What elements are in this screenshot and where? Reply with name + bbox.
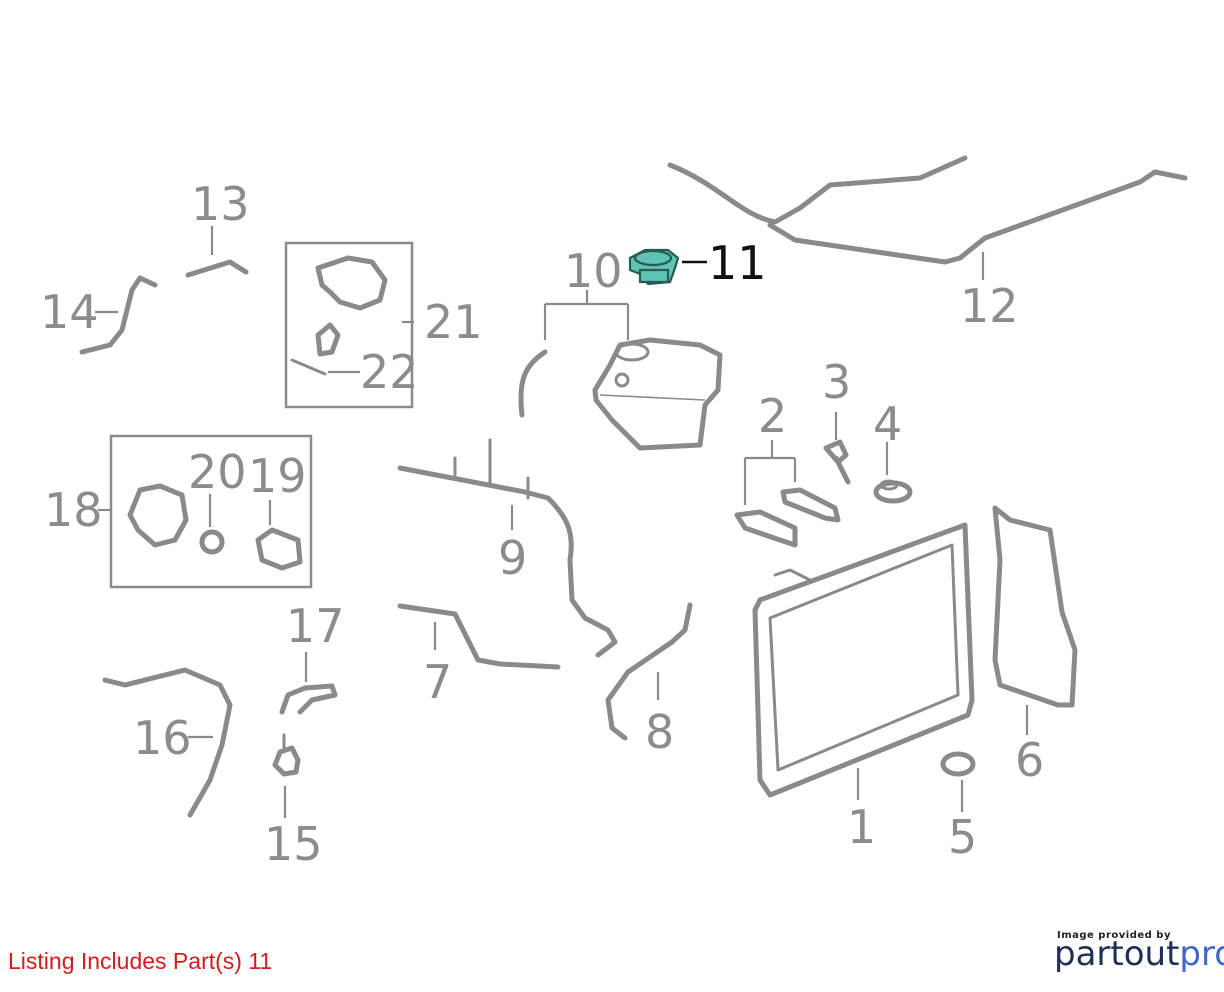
- part-1-radiator: [752, 522, 975, 798]
- label-4: 4: [873, 397, 902, 451]
- part-7-hose: [397, 603, 561, 670]
- part-labels: 1 2 3 4 5 6 7 8 9 10 11 12 13 14 15 16 1…: [40, 177, 1044, 871]
- label-1: 1: [847, 800, 876, 854]
- part-18-group-box: [109, 434, 313, 589]
- label-9: 9: [498, 531, 527, 585]
- leader-lines: [95, 226, 1029, 818]
- label-15: 15: [264, 817, 323, 871]
- part-16-hose: [102, 667, 233, 818]
- part-21-group-box: [284, 241, 414, 409]
- brand-part2: pro: [1179, 934, 1224, 974]
- part-8-hose: [605, 602, 693, 741]
- part-9-pipe: [397, 438, 618, 658]
- part-6-air-guide: [992, 505, 1078, 708]
- label-20: 20: [188, 445, 247, 499]
- brand-part1: partout: [1054, 934, 1180, 974]
- part-2-brackets: [734, 487, 841, 548]
- label-11: 11: [708, 236, 767, 290]
- label-22: 22: [360, 345, 419, 399]
- label-19: 19: [248, 449, 307, 503]
- label-18: 18: [44, 483, 103, 537]
- label-3: 3: [822, 355, 851, 409]
- label-7: 7: [423, 655, 452, 709]
- part-3-bolt: [823, 439, 851, 485]
- label-8: 8: [645, 705, 674, 759]
- label-10: 10: [564, 244, 623, 298]
- part-4-cushion: [873, 479, 913, 504]
- part-17-hose: [279, 683, 338, 715]
- part-13-pipe: [185, 259, 249, 278]
- label-12: 12: [960, 279, 1019, 333]
- part-11-reservoir-cap: [628, 248, 680, 286]
- part-5-cushion: [940, 751, 976, 777]
- provided-by-text: Image provided by: [1057, 930, 1171, 941]
- listing-note: Listing Includes Part(s) 11: [8, 948, 273, 974]
- part-18-water-pump: [127, 483, 303, 571]
- partoutpro-logo: partoutpro: [1054, 934, 1224, 974]
- label-21: 21: [424, 295, 483, 349]
- label-17: 17: [286, 599, 345, 653]
- part-21-thermostat-housing: [290, 255, 388, 376]
- label-6: 6: [1015, 733, 1044, 787]
- part-15-valve: [272, 733, 301, 777]
- part-14-hose: [79, 275, 158, 355]
- label-2: 2: [758, 389, 787, 443]
- label-16: 16: [133, 711, 192, 765]
- part-10-reservoir: [518, 337, 723, 451]
- label-5: 5: [948, 810, 977, 864]
- label-14: 14: [40, 285, 99, 339]
- label-13: 13: [191, 177, 250, 231]
- part-12-hose: [667, 155, 1188, 265]
